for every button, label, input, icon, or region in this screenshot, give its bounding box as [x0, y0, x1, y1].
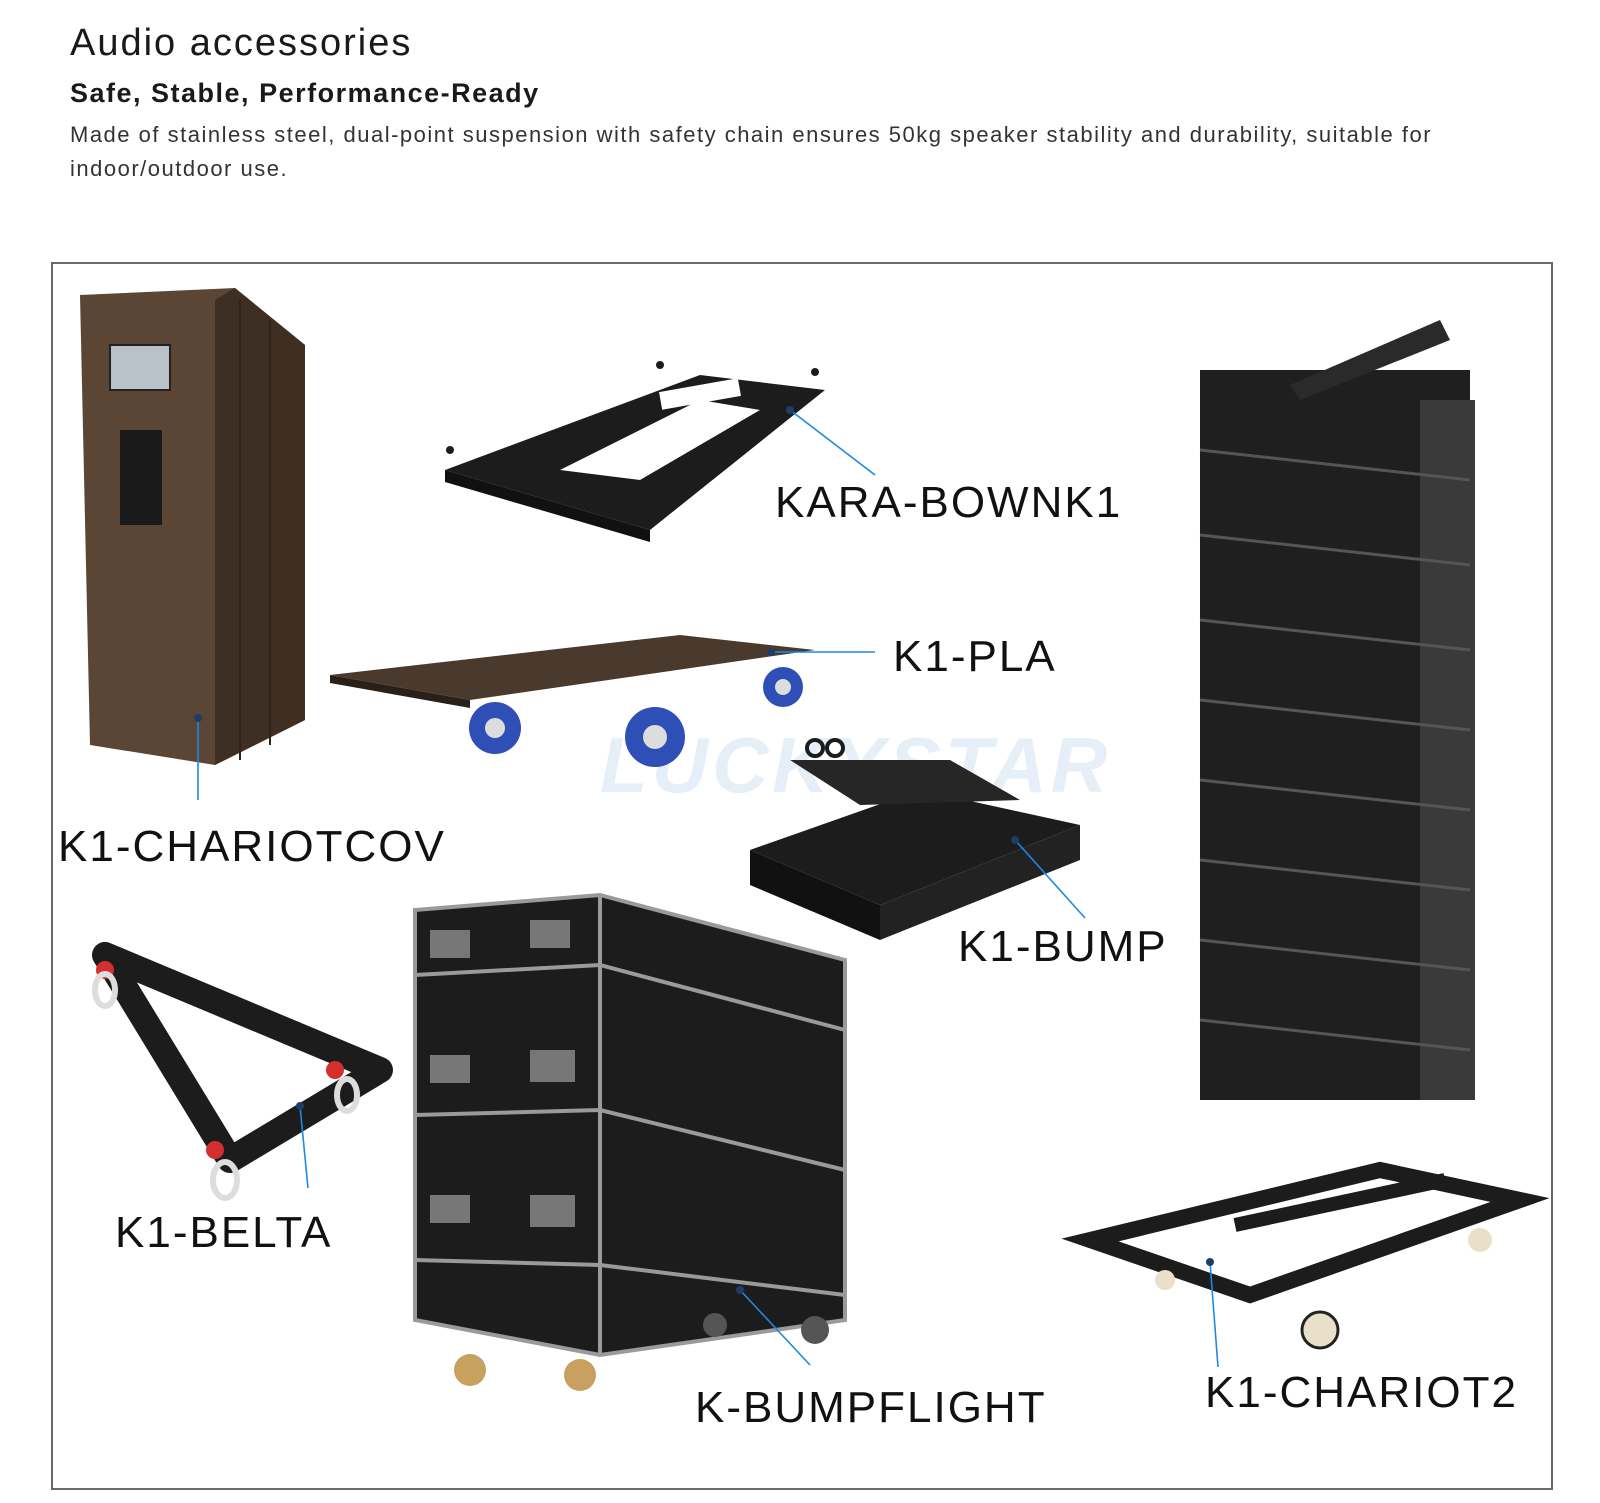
k1-bump-image[interactable]: [750, 738, 1080, 940]
label-k1-pla: K1-PLA: [893, 632, 1057, 681]
k1-belta-image[interactable]: [92, 942, 393, 1201]
label-k-bumpflight: K-BUMPFLIGHT: [695, 1383, 1047, 1432]
leader-line-k1-chariot2: [1209, 1261, 1219, 1368]
label-k1-chariotcov: K1-CHARIOTCOV: [58, 822, 446, 871]
page-subtitle: Safe, Stable, Performance-Ready: [70, 78, 540, 108]
line-array-stack-image[interactable]: [1199, 320, 1475, 1100]
page-title: Audio accessories: [70, 22, 413, 64]
leader-lines: [197, 409, 1219, 1368]
chariot-cover-image[interactable]: [80, 288, 305, 765]
leader-dots: [194, 406, 1214, 1294]
page-description: Made of stainless steel, dual-point susp…: [70, 122, 1433, 181]
k1-chariot2-image[interactable]: [1061, 1161, 1550, 1350]
leader-line-k1-belta: [299, 1105, 309, 1189]
label-kara-bownk1: KARA-BOWNK1: [775, 478, 1123, 527]
label-k1-bump: K1-BUMP: [958, 922, 1168, 971]
label-k1-belta: K1-BELTA: [115, 1208, 333, 1257]
label-k1-chariot2: K1-CHARIOT2: [1205, 1368, 1518, 1417]
product-frame: [51, 262, 1553, 1490]
kara-bownk1-image[interactable]: [445, 361, 825, 542]
leader-line-k-bumpflight: [739, 1289, 811, 1366]
leader-line-k1-bump: [1014, 839, 1086, 919]
k1-pla-image[interactable]: [330, 635, 815, 767]
leader-line-kara-bownk1: [789, 409, 876, 476]
k-bumpflight-image[interactable]: [413, 892, 847, 1391]
